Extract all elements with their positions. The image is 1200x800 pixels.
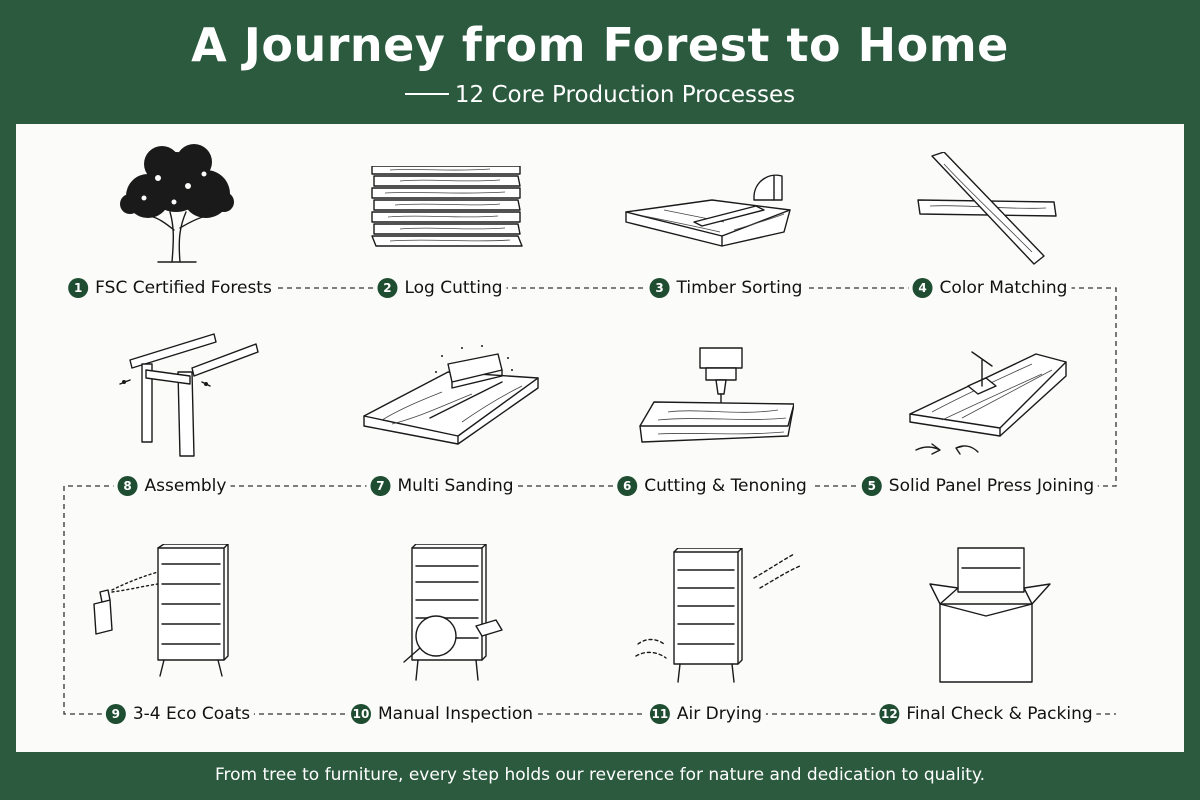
step-1: 1 FSC Certified Forests <box>64 275 276 301</box>
page-subtitle: 12 Core Production Processes <box>0 82 1200 108</box>
packing-box-icon <box>928 544 1052 688</box>
tree-icon <box>114 138 240 266</box>
step-label: Solid Panel Press Joining <box>888 476 1095 496</box>
spray-cabinet-icon <box>88 544 254 684</box>
step-label: Color Matching <box>939 278 1068 298</box>
step-label: Multi Sanding <box>397 476 514 496</box>
page-title: A Journey from Forest to Home <box>191 18 1009 72</box>
process-flow-connector <box>63 287 1117 715</box>
step-label: Manual Inspection <box>378 704 533 724</box>
subtitle-text: 12 Core Production Processes <box>454 82 796 108</box>
process-panel: 1 FSC Certified Forests 2 Log Cutting 3 … <box>16 124 1184 752</box>
sanding-block-icon <box>362 344 540 450</box>
magnifier-cabinet-icon <box>386 544 516 686</box>
step-label: Final Check & Packing <box>906 704 1093 724</box>
drying-cabinet-icon <box>634 548 810 686</box>
step-number-badge: 11 <box>649 704 670 724</box>
step-11: 11 Air Drying <box>645 701 767 727</box>
step-label: Log Cutting <box>404 278 503 298</box>
cnc-drill-icon <box>638 346 794 452</box>
step-number-badge: 3 <box>649 278 670 298</box>
step-label: 3-4 Eco Coats <box>132 704 251 724</box>
footer-tagline: From tree to furniture, every step holds… <box>214 765 986 785</box>
step-number-badge: 6 <box>617 476 638 496</box>
leg-frame-icon <box>114 332 262 464</box>
step-number-badge: 8 <box>117 476 138 496</box>
step-12: 12 Final Check & Packing <box>875 701 1097 727</box>
step-label: Assembly <box>144 476 227 496</box>
step-7: 7 Multi Sanding <box>366 473 518 499</box>
panel-press-icon <box>902 346 1070 464</box>
step-number-badge: 1 <box>68 278 89 298</box>
connector-path <box>63 287 1117 715</box>
step-number-badge: 12 <box>879 704 900 724</box>
step-3: 3 Timber Sorting <box>645 275 807 301</box>
step-label: Cutting & Tenoning <box>644 476 807 496</box>
step-8: 8 Assembly <box>113 473 231 499</box>
stacked-planks-icon <box>370 166 524 250</box>
step-2: 2 Log Cutting <box>373 275 507 301</box>
crossed-planks-icon <box>916 152 1062 268</box>
step-label: Timber Sorting <box>676 278 803 298</box>
step-10: 10 Manual Inspection <box>347 701 537 727</box>
subtitle-dash <box>404 92 449 95</box>
board-with-blade-icon <box>624 166 794 250</box>
step-number-badge: 5 <box>861 476 882 496</box>
step-label: FSC Certified Forests <box>95 278 272 298</box>
step-number-badge: 2 <box>377 278 398 298</box>
step-6: 6 Cutting & Tenoning <box>613 473 811 499</box>
step-number-badge: 7 <box>370 476 391 496</box>
step-5: 5 Solid Panel Press Joining <box>857 473 1099 499</box>
step-label: Air Drying <box>676 704 763 724</box>
step-number-badge: 9 <box>105 704 126 724</box>
step-9: 9 3-4 Eco Coats <box>101 701 255 727</box>
step-number-badge: 10 <box>351 704 372 724</box>
step-4: 4 Color Matching <box>908 275 1072 301</box>
step-number-badge: 4 <box>912 278 933 298</box>
